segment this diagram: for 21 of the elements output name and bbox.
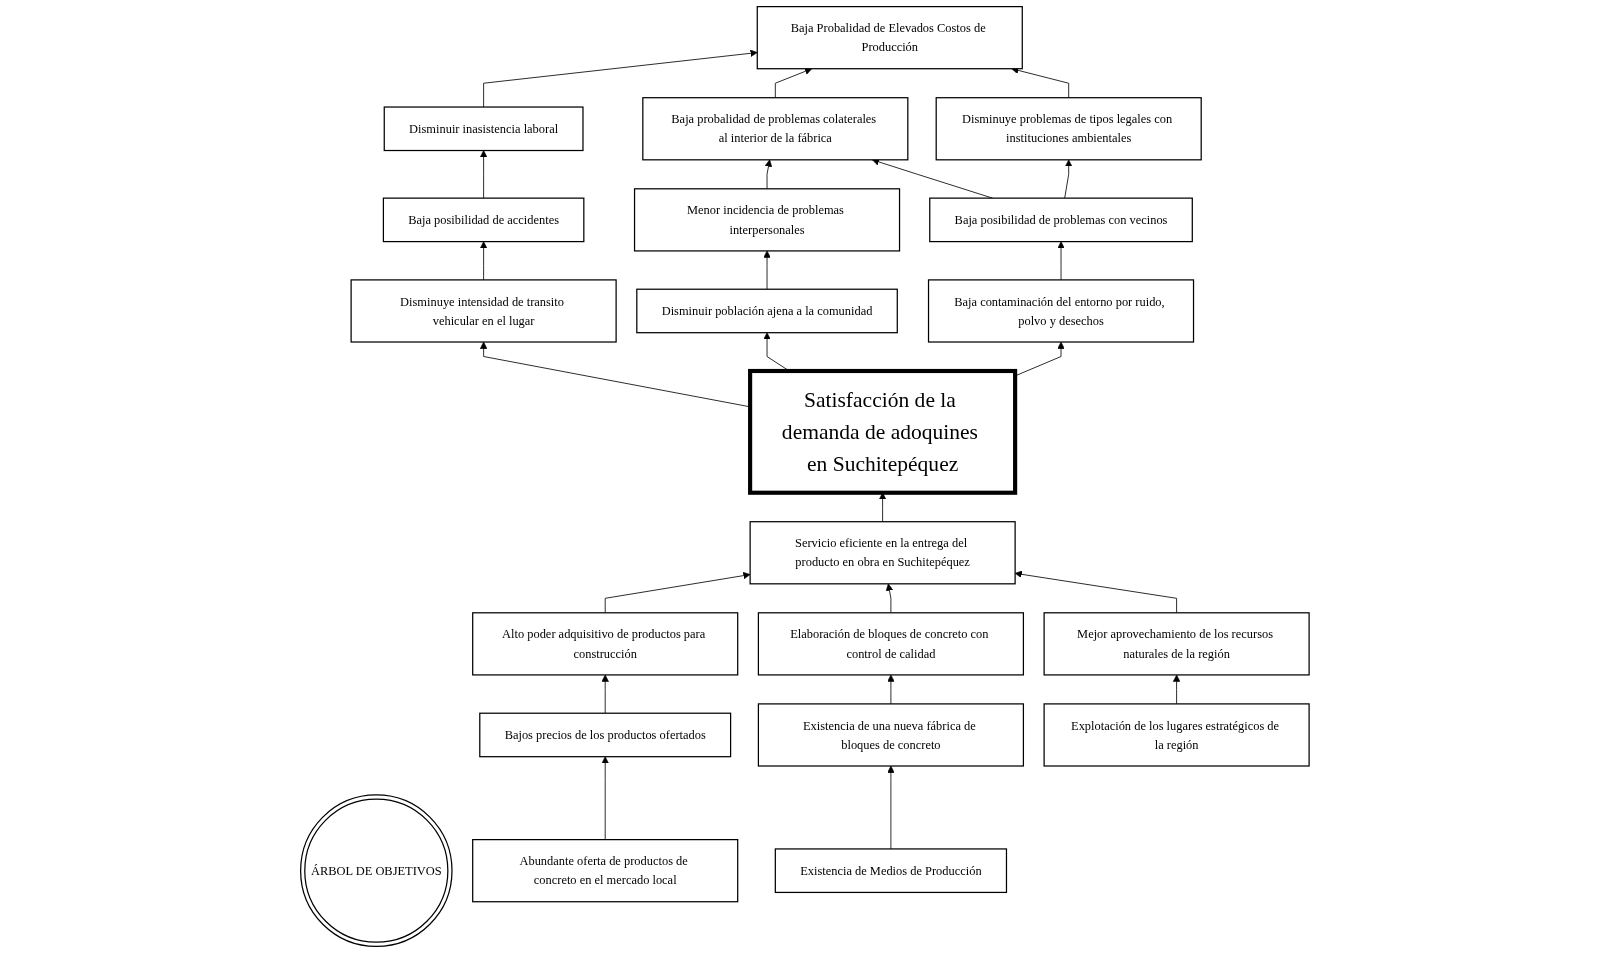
node-box: Baja Probalidad de Elevados Costos de Producción	[756, 6, 1023, 70]
node-box: Existencia de Medios de Producción	[774, 848, 1008, 894]
node-box: Menor incidencia de problemas interpersonales	[634, 188, 901, 252]
node-circle: ÁRBOL DE OBJETIVOS	[300, 794, 453, 947]
node-box: Disminuye intensidad de transito vehicular en el lugar	[350, 279, 617, 343]
node-box: Baja posibilidad de accidentes	[382, 197, 585, 243]
node-box: Alto poder adquisitivo de productos para construcción	[472, 612, 739, 676]
node-box: Baja probalidad de problemas colaterales al interior de la fábrica	[642, 97, 909, 161]
node-box: Explotación de los lugares estratégicos de la región	[1043, 703, 1310, 767]
node-box: Servicio eficiente en la entrega del producto en obra en Suchitepéquez	[749, 521, 1016, 585]
node-box: Abundante oferta de productos de concreto en el mercado local	[472, 839, 739, 903]
node-box: Disminuir población ajena a la comunidad	[636, 288, 898, 334]
node-box: Bajos precios de los productos ofertados	[479, 712, 732, 758]
node-box: Baja contaminación del entorno por ruido, polvo y desechos	[928, 279, 1195, 343]
node-box: Baja posibilidad de problemas con vecinos	[929, 197, 1194, 243]
node-box: Existencia de una nueva fábrica de bloques de concreto	[757, 703, 1025, 767]
node-box: Satisfacción de la demanda de adoquines en Suchitepéquez	[748, 368, 1018, 495]
node-box: Disminuir inasistencia laboral	[383, 106, 584, 152]
node-box: Mejor aprovechamiento de los recursos naturales de la región	[1043, 612, 1310, 676]
node-box: Elaboración de bloques de concreto con control de calidad	[757, 612, 1025, 676]
node-box: Disminuye problemas de tipos legales con instituciones ambientales	[935, 97, 1202, 161]
